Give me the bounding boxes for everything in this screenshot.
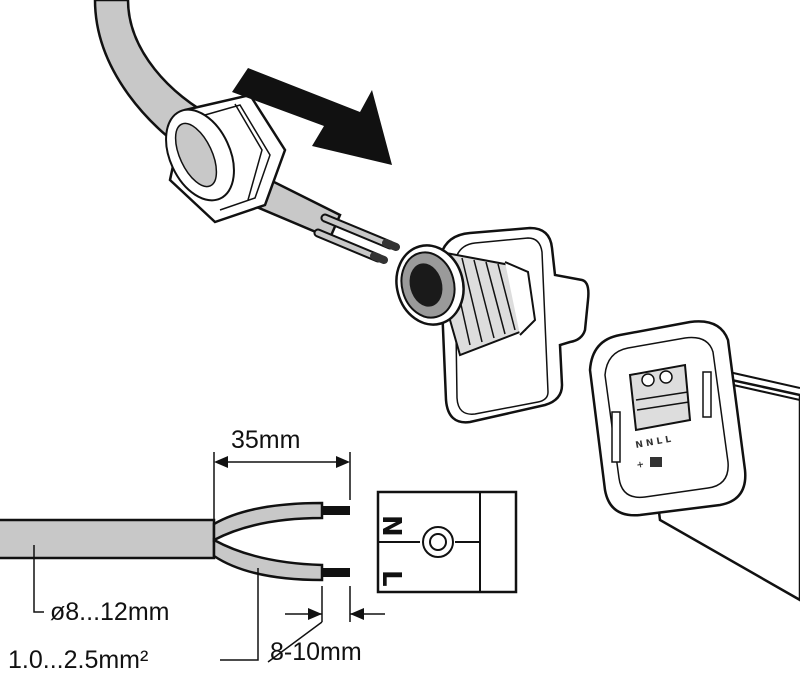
stripped-wire-bottom	[212, 537, 324, 582]
stripped-wire-top	[212, 501, 324, 543]
stripped-cable-sheath	[0, 518, 216, 560]
cap-nut	[165, 93, 287, 224]
strip-length-dimension	[213, 452, 351, 520]
cross-section-label: 1.0...2.5mm²	[8, 646, 148, 674]
bare-end-top	[322, 506, 350, 515]
bare-end-bottom	[322, 568, 350, 577]
gland-collar	[395, 244, 465, 326]
end-strip-dimension	[267, 586, 385, 663]
incoming-cable-assembly	[93, 0, 400, 264]
diameter-leader	[33, 545, 44, 613]
cross-section-leader	[220, 568, 259, 661]
cable-diameter-label: ø8...12mm	[50, 598, 169, 626]
terminal-mark-l: L	[376, 570, 406, 587]
direction-arrow	[232, 68, 392, 165]
end-strip-label: 8-10mm	[270, 638, 362, 666]
luminaire-end: N N L L +	[588, 320, 800, 602]
luminaire-polarity-mark: +	[636, 460, 645, 471]
wire-pair	[313, 213, 400, 264]
stripping-diagram: 35mm 8-10mm ø8...12mm 1.0...2.5mm²	[0, 426, 385, 674]
luminaire-terminal	[628, 363, 692, 432]
terminal-block: N L	[376, 490, 518, 594]
strip-length-label: 35mm	[231, 426, 300, 454]
terminal-mark-n: N	[376, 515, 406, 537]
cable-gland-body	[395, 226, 590, 424]
